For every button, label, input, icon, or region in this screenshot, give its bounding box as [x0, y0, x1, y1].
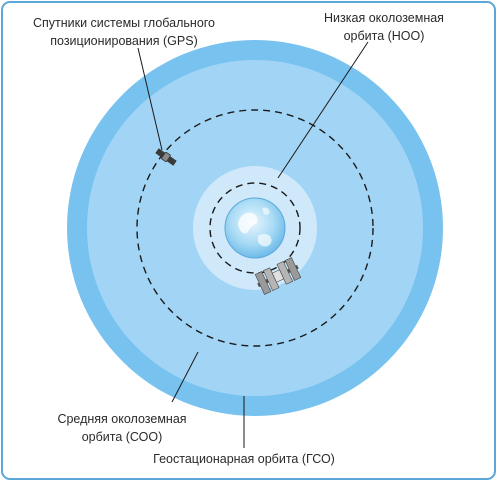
geo-label-line1: Геостационарная орбита (ГСО) [153, 452, 335, 466]
leo-label-line1: Низкая околоземная [324, 11, 444, 25]
meo-label-line1: Средняя околоземная [57, 412, 186, 426]
leo-label-line2: орбита (НОО) [344, 29, 425, 43]
leo-orbit-line [209, 182, 301, 274]
gps-label-line1: Спутники системы глобального [33, 16, 215, 30]
satellite-icon [155, 148, 177, 166]
meo-leader-line [171, 351, 199, 403]
leo-leader-line [277, 41, 369, 179]
earth-icon [224, 197, 286, 259]
meo-label-line2: орбита (СОО) [82, 430, 163, 444]
meo-orbit-line [136, 109, 374, 347]
gps-label-line2: позиционирования (GPS) [50, 34, 197, 48]
gps-leader-line [137, 47, 163, 151]
space-station-icon [254, 257, 302, 295]
